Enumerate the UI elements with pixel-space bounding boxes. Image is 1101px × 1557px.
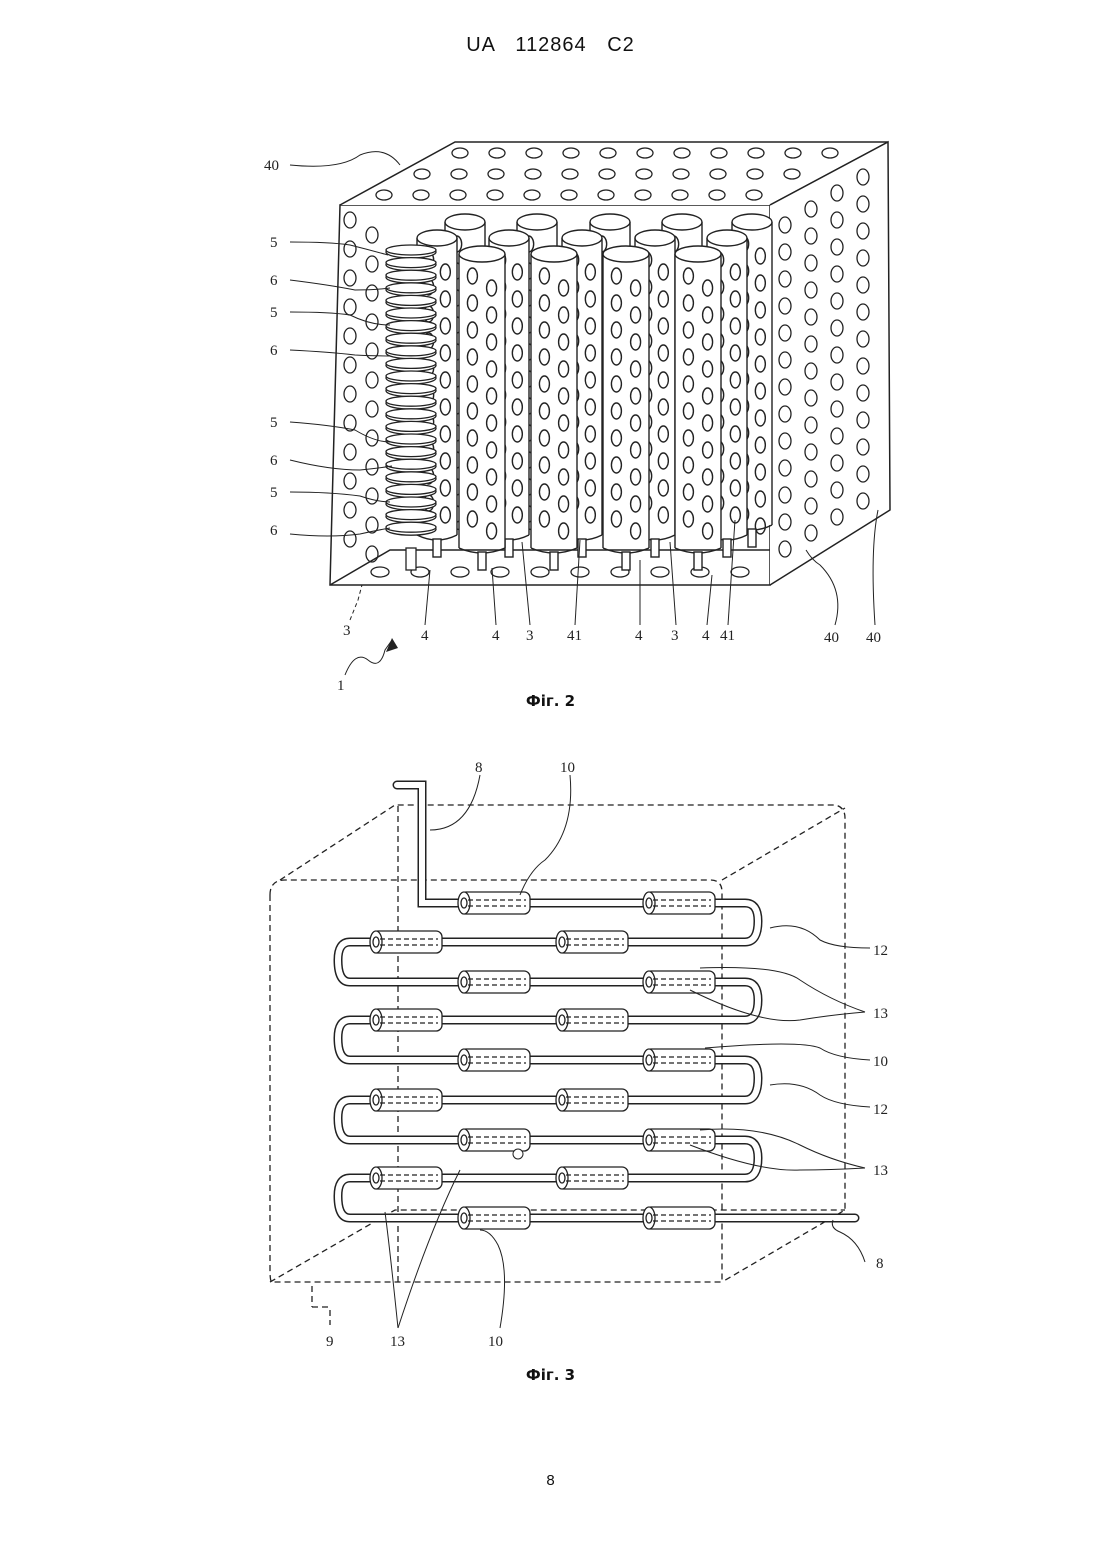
figure-2-drawing: 40 5 6 5 6 5 6 5 6 3 1 4 4 3 41 4 3 4 41…	[0, 130, 1101, 690]
label-6: 6	[270, 453, 278, 469]
figure-3-labels: 8 10 12 13 10 12 13 8 9 13 10	[326, 760, 888, 1350]
filter-cylinders	[417, 214, 772, 570]
label-41: 41	[720, 628, 735, 644]
label-1: 1	[337, 678, 345, 690]
pipe-fitting	[513, 1149, 523, 1159]
label-4: 4	[421, 628, 429, 644]
figure-2-caption: Фіг. 2	[0, 692, 1101, 710]
label-6: 6	[270, 273, 278, 289]
figure-3-drawing: 8 10 12 13 10 12 13 8 9 13 10	[0, 750, 1101, 1350]
patent-header: UA 112864 C2	[0, 34, 1101, 57]
label-4: 4	[702, 628, 710, 644]
label-6: 6	[270, 343, 278, 359]
label-10: 10	[560, 760, 575, 776]
label-40: 40	[264, 158, 279, 174]
stacked-disk-column	[386, 245, 436, 570]
label-40: 40	[824, 630, 839, 646]
label-8: 8	[876, 1256, 884, 1272]
leader-lines	[385, 775, 870, 1328]
label-12: 12	[873, 943, 888, 959]
page-number: 8	[0, 1472, 1101, 1489]
label-6: 6	[270, 523, 278, 539]
label-4: 4	[635, 628, 643, 644]
label-3: 3	[343, 623, 351, 639]
label-5: 5	[270, 305, 278, 321]
label-13: 13	[390, 1334, 405, 1350]
label-3: 3	[671, 628, 679, 644]
label-8: 8	[475, 760, 483, 776]
label-4: 4	[492, 628, 500, 644]
figure-3-caption: Фіг. 3	[0, 1366, 1101, 1384]
label-5: 5	[270, 415, 278, 431]
label-13: 13	[873, 1163, 888, 1179]
label-3: 3	[526, 628, 534, 644]
label-13: 13	[873, 1006, 888, 1022]
label-10: 10	[488, 1334, 503, 1350]
arrow-head	[386, 638, 398, 652]
label-9: 9	[326, 1334, 334, 1350]
label-12: 12	[873, 1102, 888, 1118]
label-41: 41	[567, 628, 582, 644]
label-10: 10	[873, 1054, 888, 1070]
label-5: 5	[270, 235, 278, 251]
label-40: 40	[866, 630, 881, 646]
label-5: 5	[270, 485, 278, 501]
serpentine-pipe	[338, 785, 855, 1218]
